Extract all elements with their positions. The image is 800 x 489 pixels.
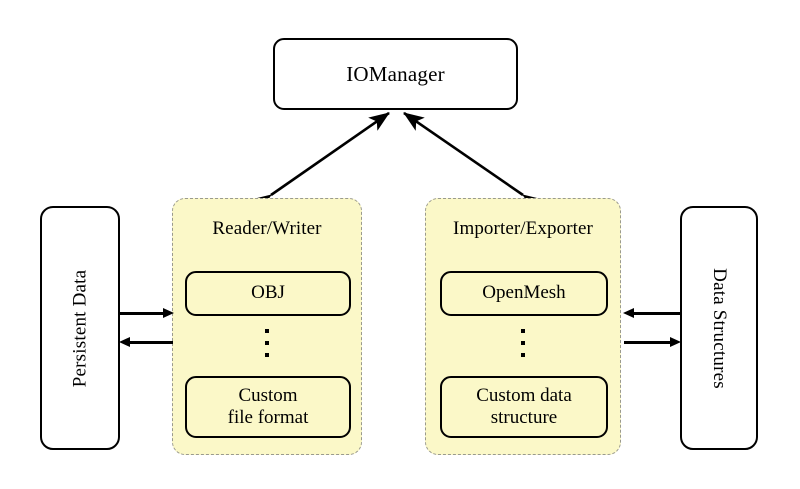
- reader-writer-ellipsis-icon: [265, 329, 269, 357]
- reader-writer-item-obj[interactable]: OBJ: [185, 271, 351, 316]
- arrow-manager-readerwriter: [250, 111, 390, 213]
- reader-writer-item-obj-label: OBJ: [251, 282, 285, 304]
- io-manager-label: IOManager: [346, 61, 445, 86]
- arrow-persistent-data-to-reader-writer: [120, 307, 174, 318]
- importer-exporter-item-custom-data-structure-line2: structure: [490, 407, 558, 428]
- importer-exporter-panel-title: Importer/Exporter: [453, 218, 593, 239]
- data-structures-box[interactable]: Data Structures: [680, 206, 758, 450]
- importer-exporter-item-custom-data-structure-line1: Custom data: [476, 384, 572, 406]
- importer-exporter-panel[interactable]: Importer/Exporter OpenMesh Custom data s…: [425, 198, 621, 455]
- data-structures-label: Data Structures: [708, 267, 730, 389]
- importer-exporter-item-openmesh-label: OpenMesh: [482, 282, 566, 304]
- reader-writer-panel[interactable]: Reader/Writer OBJ Custom file format: [172, 198, 362, 455]
- reader-writer-panel-title: Reader/Writer: [212, 218, 322, 239]
- importer-exporter-item-custom-data-structure[interactable]: Custom data structure: [440, 376, 608, 438]
- importer-exporter-item-openmesh[interactable]: OpenMesh: [440, 271, 608, 316]
- io-manager-box[interactable]: IOManager: [273, 38, 518, 110]
- reader-writer-item-custom-file-format-line2: file format: [227, 407, 309, 428]
- persistent-data-label: Persistent Data: [69, 269, 91, 387]
- arrow-data-structures-to-importer-exporter: [623, 307, 680, 318]
- arrow-manager-importerexporter: [403, 111, 544, 213]
- persistent-data-box[interactable]: Persistent Data: [40, 206, 120, 450]
- reader-writer-item-custom-file-format[interactable]: Custom file format: [185, 376, 351, 438]
- reader-writer-item-custom-file-format-line1: Custom: [238, 384, 298, 406]
- importer-exporter-ellipsis-icon: [521, 329, 525, 357]
- arrow-importer-exporter-to-data-structures: [624, 336, 681, 347]
- arrow-reader-writer-to-persistent-data: [119, 336, 173, 347]
